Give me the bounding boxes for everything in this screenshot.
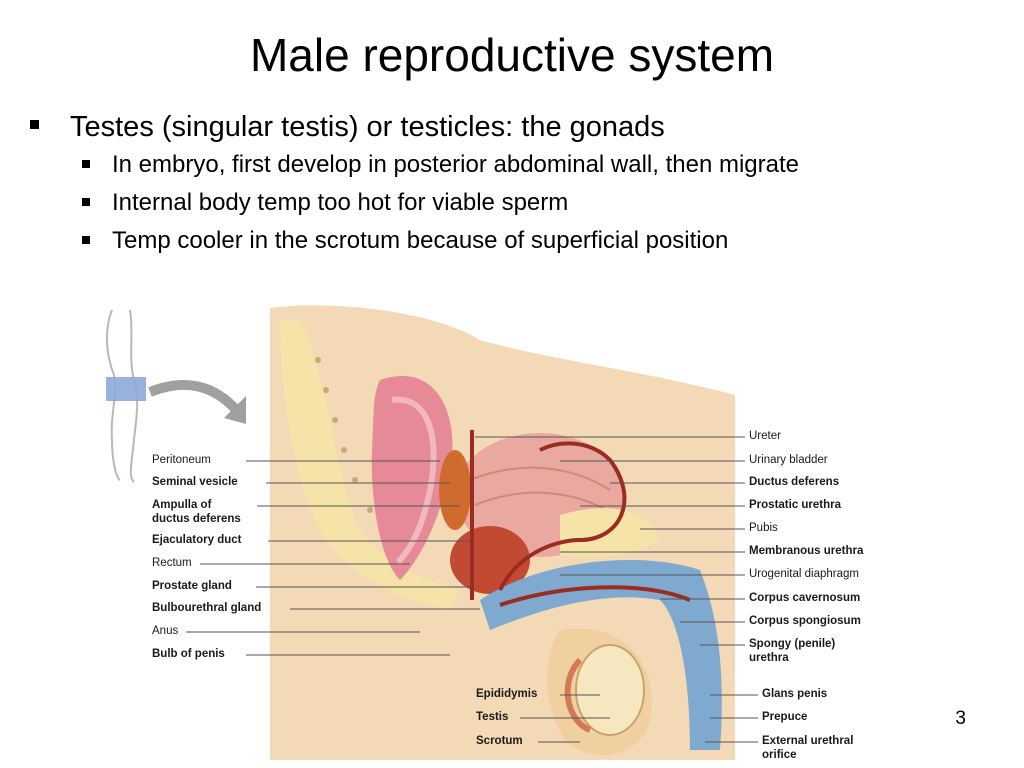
anatomy-illustration — [105, 305, 758, 760]
label-epididymis: Epididymis — [476, 688, 538, 700]
subbullet-text: Internal body temp too hot for viable sp… — [112, 189, 569, 216]
bullet-square-icon — [82, 198, 90, 206]
bullet-main: Testes (singular testis) or testicles: t… — [30, 108, 1010, 146]
label-ampulla-line2: ductus deferens — [152, 513, 241, 525]
label-external-urethral-orifice-line2: orifice — [762, 749, 797, 761]
bullet-list: Testes (singular testis) or testicles: t… — [30, 108, 1010, 260]
label-ureter: Ureter — [749, 430, 781, 442]
label-prostatic-urethra: Prostatic urethra — [749, 499, 842, 511]
anatomy-figure: Peritoneum Seminal vesicle Ampulla of du… — [0, 300, 1024, 768]
label-bulb-of-penis: Bulb of penis — [152, 648, 225, 660]
label-corpus-spongiosum: Corpus spongiosum — [749, 615, 861, 627]
label-glans-penis: Glans penis — [762, 688, 828, 700]
slide-number: 3 — [955, 708, 966, 729]
label-bulbourethral-gland: Bulbourethral gland — [152, 602, 262, 614]
bullet-square-icon — [82, 160, 90, 168]
slide-title: Male reproductive system — [249, 29, 775, 81]
label-ejaculatory-duct: Ejaculatory duct — [152, 534, 242, 546]
subbullet-text: Temp cooler in the scrotum because of su… — [112, 227, 729, 254]
label-urinary-bladder: Urinary bladder — [749, 454, 828, 466]
label-seminal-vesicle: Seminal vesicle — [152, 476, 238, 488]
subbullet-1: In embryo, first develop in posterior ab… — [30, 146, 1010, 184]
label-anus: Anus — [152, 625, 179, 637]
subbullet-2: Internal body temp too hot for viable sp… — [30, 184, 1010, 222]
label-ampulla: Ampulla of — [152, 499, 212, 511]
label-rectum: Rectum — [152, 557, 192, 569]
pointer-arrow-icon — [148, 380, 242, 416]
label-pubis: Pubis — [749, 522, 778, 534]
label-scrotum: Scrotum — [476, 735, 523, 747]
subbullet-3: Temp cooler in the scrotum because of su… — [30, 222, 1010, 260]
label-prepuce: Prepuce — [762, 711, 808, 723]
bullet-square-icon — [30, 120, 39, 129]
subbullet-text: In embryo, first develop in posterior ab… — [112, 151, 799, 178]
label-peritoneum: Peritoneum — [152, 454, 211, 466]
bullet-square-icon — [82, 236, 90, 244]
label-external-urethral-orifice: External urethral — [762, 735, 854, 747]
label-testis: Testis — [476, 711, 509, 723]
label-spongy-urethra: Spongy (penile) — [749, 638, 836, 650]
region-highlight — [106, 377, 146, 401]
label-spongy-urethra-line2: urethra — [749, 652, 789, 664]
label-ductus-deferens: Ductus deferens — [749, 476, 840, 488]
body-silhouette-icon — [105, 309, 139, 483]
label-membranous-urethra: Membranous urethra — [749, 545, 864, 557]
label-urogenital-diaphragm: Urogenital diaphragm — [749, 568, 859, 580]
label-prostate-gland: Prostate gland — [152, 580, 232, 592]
label-corpus-cavernosum: Corpus cavernosum — [749, 592, 861, 604]
bullet-main-text: Testes (singular testis) or testicles: t… — [70, 111, 665, 143]
